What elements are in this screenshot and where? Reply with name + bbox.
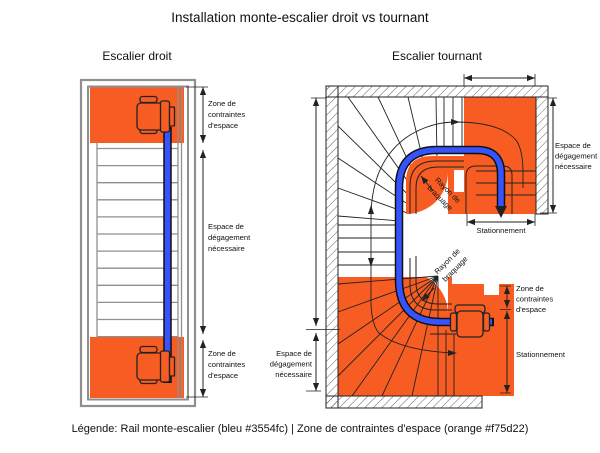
right-dimension-lines xyxy=(306,74,557,394)
curved-stairlift-rail xyxy=(394,145,507,327)
svg-text:d'espace: d'espace xyxy=(208,371,238,380)
stair-treads xyxy=(96,87,183,398)
zone-constraint-label: Zone de xyxy=(516,284,544,293)
legend-text: Légende: Rail monte-escalier (bleu #3554… xyxy=(72,423,529,435)
svg-text:contraintes: contraintes xyxy=(208,360,245,369)
hatched-walls xyxy=(325,85,549,409)
stairlift-chair-turning-icon xyxy=(449,304,491,338)
svg-text:nécessaire: nécessaire xyxy=(275,370,312,379)
stationnement-bottom-label: Stationnement xyxy=(516,350,566,359)
svg-text:d'espace: d'espace xyxy=(208,121,238,130)
zone-constraint-bottom-label: Zone de xyxy=(208,349,236,358)
turning-staircase-diagram: Rayon de braquage Rayon de braquage Espa… xyxy=(270,74,598,409)
staircase-walls xyxy=(79,78,197,408)
walking-line xyxy=(368,119,524,356)
stairlift-chair-top-icon xyxy=(136,95,176,135)
svg-text:d'espace: d'espace xyxy=(516,305,546,314)
svg-text:contraintes: contraintes xyxy=(208,110,245,119)
upper-winder-steps xyxy=(337,96,463,266)
straight-staircase-diagram: Zone de contraintes d'espace Espace de d… xyxy=(79,78,251,408)
lower-winder-steps xyxy=(337,275,455,397)
clearance-label: Espace de xyxy=(208,222,244,231)
right-diagram-labels: Espace de dégagement nécessaire Stationn… xyxy=(270,141,598,379)
svg-text:dégagement: dégagement xyxy=(208,233,251,242)
left-diagram-title: Escalier droit xyxy=(102,49,172,63)
zone-constraint-top-label: Zone de xyxy=(208,99,236,108)
stationnement-top-label: Stationnement xyxy=(477,226,527,235)
stairlift-chair-bottom-icon xyxy=(136,345,176,385)
svg-text:nécessaire: nécessaire xyxy=(208,244,245,253)
hub-cover xyxy=(402,214,474,270)
page-title: Installation monte-escalier droit vs tou… xyxy=(171,10,429,25)
svg-text:contraintes: contraintes xyxy=(516,295,553,304)
chair-envelope-curves xyxy=(409,160,464,335)
rail-end-arrow xyxy=(495,206,507,218)
right-diagram-title: Escalier tournant xyxy=(392,49,483,63)
svg-text:nécessaire: nécessaire xyxy=(555,162,592,171)
svg-text:dégagement: dégagement xyxy=(555,152,598,161)
svg-text:dégagement: dégagement xyxy=(270,360,313,369)
turning-radius-notch-top xyxy=(406,172,448,214)
left-diagram-labels: Zone de contraintes d'espace Espace de d… xyxy=(208,99,251,380)
clearance-right-label: Espace de xyxy=(555,141,591,150)
turning-radius-notch-bottom xyxy=(406,272,448,314)
clearance-left-label: Espace de xyxy=(276,349,312,358)
left-dimension-lines xyxy=(186,86,208,398)
bottom-constraint-zone xyxy=(338,272,514,396)
